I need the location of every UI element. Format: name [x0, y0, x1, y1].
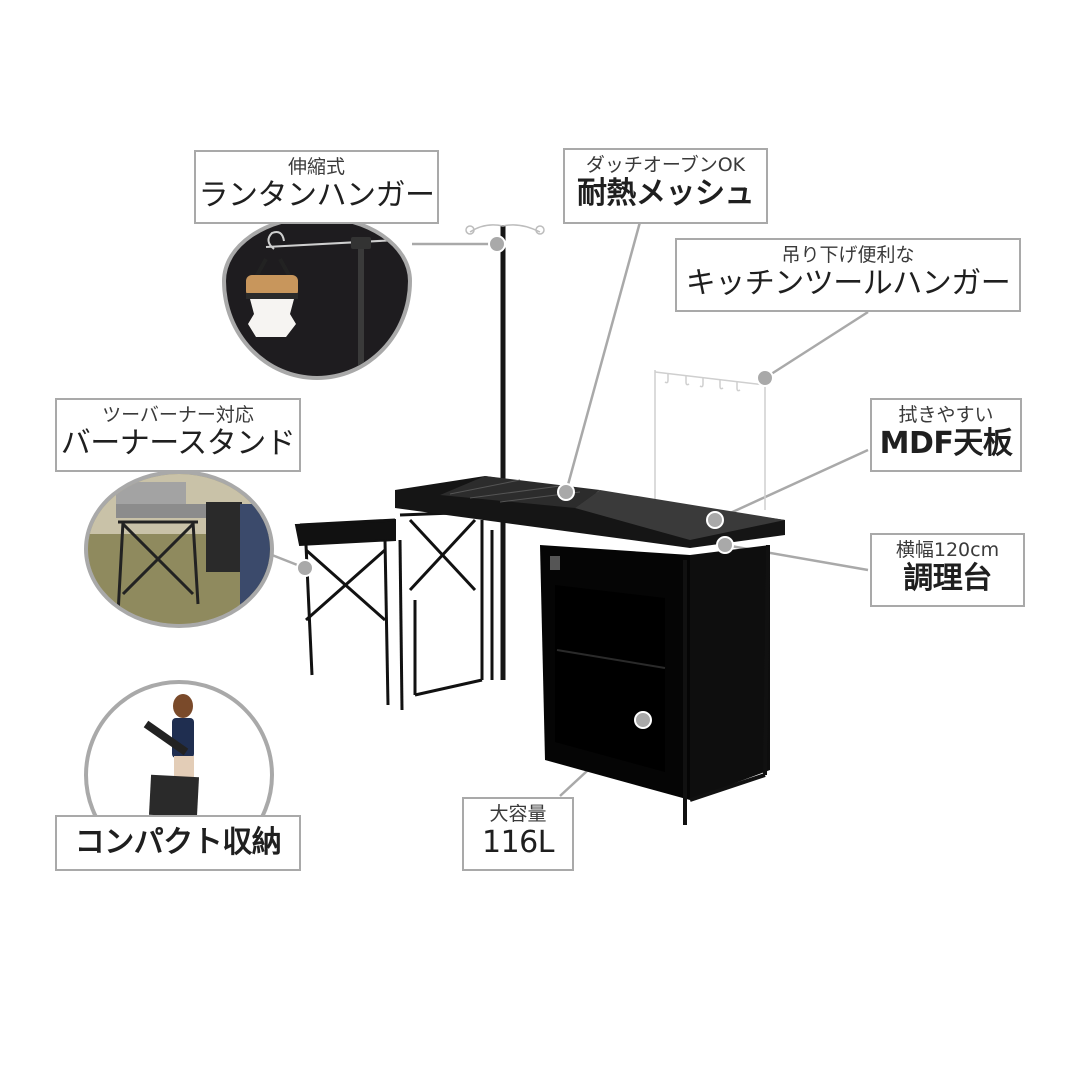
width-callout: 横幅120cm 調理台 — [870, 533, 1025, 607]
compact-storage-callout: コンパクト収納 — [55, 815, 301, 871]
width-dot — [716, 536, 734, 554]
lantern-hanger-dot — [488, 235, 506, 253]
callout-subtitle: 横幅120cm — [895, 539, 1000, 561]
callout-title: バーナースタンド — [60, 426, 296, 461]
callout-subtitle: 拭きやすい — [898, 404, 994, 426]
person-carrying-illustration — [143, 694, 200, 818]
heat-mesh-callout: ダッチオーブンOK 耐熱メッシュ — [563, 148, 768, 224]
callout-subtitle: 伸縮式 — [287, 156, 345, 178]
callout-title: 調理台 — [903, 561, 992, 596]
burner-stand-callout: ツーバーナー対応 バーナースタンド — [55, 398, 301, 472]
callout-title: 耐熱メッシュ — [577, 176, 755, 211]
callout-title: 116L — [482, 825, 554, 860]
mdf-top-dot — [706, 511, 724, 529]
lantern-hanger-photo — [222, 215, 412, 380]
capacity-callout: 大容量 116L — [462, 797, 574, 871]
mdf-top-callout: 拭きやすい MDF天板 — [870, 398, 1022, 472]
burner-stand-dot — [296, 559, 314, 577]
burner-stand-photo — [84, 470, 274, 628]
tool-hanger-callout: 吊り下げ便利な キッチンツールハンガー — [675, 238, 1021, 312]
callout-subtitle: ツーバーナー対応 — [102, 404, 254, 426]
callout-subtitle: 吊り下げ便利な — [781, 244, 915, 266]
heat-mesh-dot — [557, 483, 575, 501]
tool-hanger-dot — [756, 369, 774, 387]
lantern-hanger-callout: 伸縮式 ランタンハンガー — [194, 150, 439, 224]
capacity-dot — [634, 711, 652, 729]
callout-subtitle: ダッチオーブンOK — [585, 154, 746, 176]
callout-title: キッチンツールハンガー — [685, 266, 1011, 301]
callout-title: MDF天板 — [879, 426, 1013, 461]
callout-title: コンパクト収納 — [74, 825, 282, 860]
callout-subtitle: 大容量 — [489, 803, 547, 825]
callout-title: ランタンハンガー — [198, 178, 436, 213]
